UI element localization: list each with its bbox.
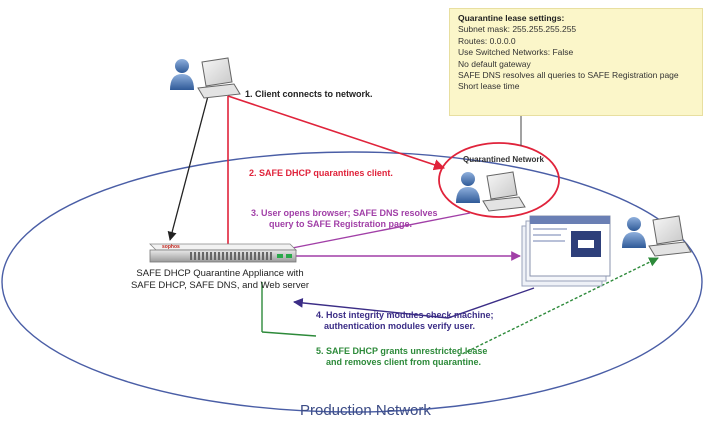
production-laptop-icon	[648, 215, 692, 257]
appliance-caption: SAFE DHCP Quarantine Appliance with SAFE…	[110, 268, 330, 292]
step3-line: 3. User opens browser; SAFE DNS resolves	[251, 208, 438, 218]
step4-label: 4. Host integrity modules check machine;…	[316, 310, 494, 332]
step1-line: 1. Client connects to network.	[245, 89, 373, 99]
step2-line: 2. SAFE DHCP quarantines client.	[249, 168, 393, 178]
step2-label: 2. SAFE DHCP quarantines client.	[249, 168, 393, 179]
settings-line: SAFE DNS resolves all queries to SAFE Re…	[458, 70, 679, 81]
settings-line: Subnet mask: 255.255.255.255	[458, 24, 577, 35]
quarantined-network-ellipse	[438, 142, 560, 218]
settings-line: Short lease time	[458, 81, 520, 92]
step5-arrow-to-client	[457, 257, 659, 357]
step4-arrow	[293, 287, 535, 319]
appliance-caption-line: SAFE DHCP, SAFE DNS, and Web server	[130, 280, 310, 291]
settings-line: Use Switched Networks: False	[458, 47, 574, 58]
quarantined-user-icon	[456, 172, 480, 203]
production-user-icon	[622, 217, 646, 248]
appliance-caption-line: SAFE DHCP Quarantine Appliance with	[136, 268, 304, 279]
quarantined-laptop-icon	[482, 171, 526, 212]
dhcp-appliance-icon	[149, 243, 297, 263]
step1-arrow	[167, 95, 209, 241]
settings-title: Quarantine lease settings:	[458, 13, 565, 23]
step1-label: 1. Client connects to network.	[245, 89, 373, 100]
quarantined-network-label: Quarantined Network	[463, 155, 544, 164]
registration-page-icon	[521, 215, 611, 287]
production-network-ellipse	[1, 151, 703, 413]
settings-line: Routes: 0.0.0.0	[458, 35, 516, 46]
step2-arrow-to-quarantine	[227, 95, 446, 171]
appliance-logo-text: sophos	[162, 244, 180, 250]
step5-line-to-label	[261, 331, 317, 337]
step3-label: 3. User opens browser; SAFE DNS resolves…	[251, 208, 438, 230]
client-user-icon	[170, 59, 194, 90]
quarantine-lease-settings-box: Quarantine lease settings: Subnet mask: …	[449, 8, 703, 116]
settings-line: No default gateway	[458, 58, 531, 69]
step5-line: and removes client from quarantine.	[326, 357, 482, 367]
step4-line: authentication modules verify user.	[324, 321, 476, 331]
step5-line: 5. SAFE DHCP grants unrestricted lease	[316, 346, 488, 356]
production-network-label: Production Network	[300, 402, 431, 419]
step3-line-to-quarantine	[281, 212, 471, 251]
step4-line: 4. Host integrity modules check machine;	[316, 310, 494, 320]
step3-line: query to SAFE Registration page.	[269, 219, 413, 229]
client-laptop-icon	[197, 57, 241, 99]
step5-label: 5. SAFE DHCP grants unrestricted lease a…	[316, 346, 487, 368]
